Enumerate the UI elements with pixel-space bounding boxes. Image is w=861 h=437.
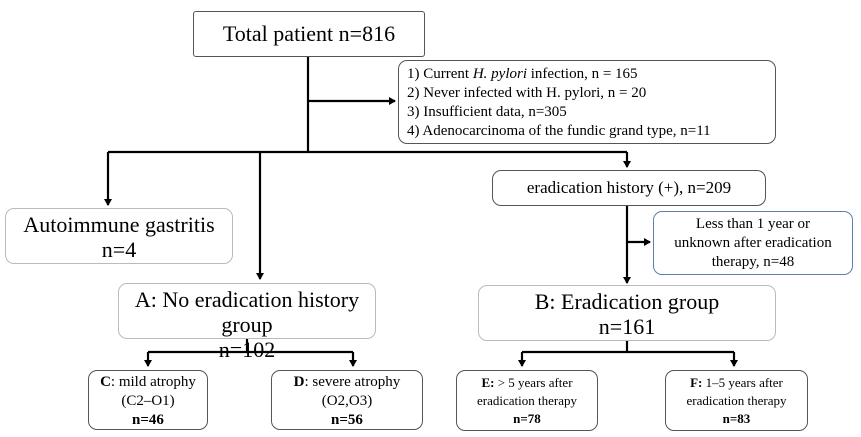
autoimmune-count: n=4 <box>101 237 137 262</box>
box-c-letter: C <box>100 374 111 390</box>
severe-atrophy-box: D: severe atrophy (O2,O3) n=56 <box>271 370 423 430</box>
exclusion-item-4: 4) Adenocarcinoma of the fundic grand ty… <box>407 123 711 139</box>
exclusion-item-2: 2) Never infected with H. pylori, n = 20 <box>407 85 647 101</box>
box-e-letter: E: <box>481 375 495 390</box>
less-than-one-year-box: Less than 1 year or unknown after eradic… <box>653 211 853 275</box>
group-b-count: n=161 <box>598 314 656 339</box>
over-five-years-box: E: > 5 years after eradication therapy n… <box>456 370 598 431</box>
box-c-code: (C2–O1) <box>121 393 175 409</box>
exclusion-criteria-box: 1) Current H. pylori infection, n = 165 … <box>398 60 776 144</box>
box-d-count: n=56 <box>331 412 363 428</box>
exclusion-item-3: 3) Insufficient data, n=305 <box>407 104 567 120</box>
total-patient-box: Total patient n=816 <box>193 11 425 57</box>
box-c-desc: : mild atrophy <box>110 374 196 390</box>
group-b-box: B: Eradication group n=161 <box>478 285 776 341</box>
group-b-title: B: Eradication group <box>534 289 720 314</box>
less-than-year-line1: Less than 1 year or <box>695 216 811 232</box>
box-d-desc: : severe atrophy <box>304 374 401 390</box>
one-to-five-years-box: F: 1–5 years after eradication therapy n… <box>665 370 808 431</box>
group-a-box: A: No eradication history group n=102 <box>118 283 376 362</box>
box-e-count: n=78 <box>513 411 541 426</box>
box-f-letter: F: <box>690 375 703 390</box>
exclusion-item-1: 1) Current H. pylori infection, n = 165 <box>407 66 638 82</box>
box-e-desc: > 5 years after <box>494 375 573 390</box>
box-d-code: (O2,O3) <box>321 393 373 409</box>
less-than-year-line2: unknown after eradication <box>674 235 832 251</box>
box-f-desc: 1–5 years after <box>702 375 783 390</box>
box-e-desc2: eradication therapy <box>477 393 577 408</box>
total-patient-label: Total patient n=816 <box>222 21 396 46</box>
box-d-letter: D <box>293 374 305 390</box>
group-a-title: A: No eradication history group <box>134 287 360 337</box>
group-a-count: n=102 <box>218 337 276 362</box>
box-c-count: n=46 <box>132 412 164 428</box>
eradication-history-box: eradication history (+), n=209 <box>492 170 766 206</box>
box-f-desc2: eradication therapy <box>686 393 787 408</box>
less-than-year-line3: therapy, n=48 <box>711 254 795 270</box>
box-f-count: n=83 <box>722 411 751 426</box>
mild-atrophy-box: C: mild atrophy (C2–O1) n=46 <box>88 370 208 430</box>
eradication-history-label: eradication history (+), n=209 <box>526 178 732 197</box>
autoimmune-title: Autoimmune gastritis <box>23 212 215 237</box>
autoimmune-gastritis-box: Autoimmune gastritis n=4 <box>5 208 233 264</box>
